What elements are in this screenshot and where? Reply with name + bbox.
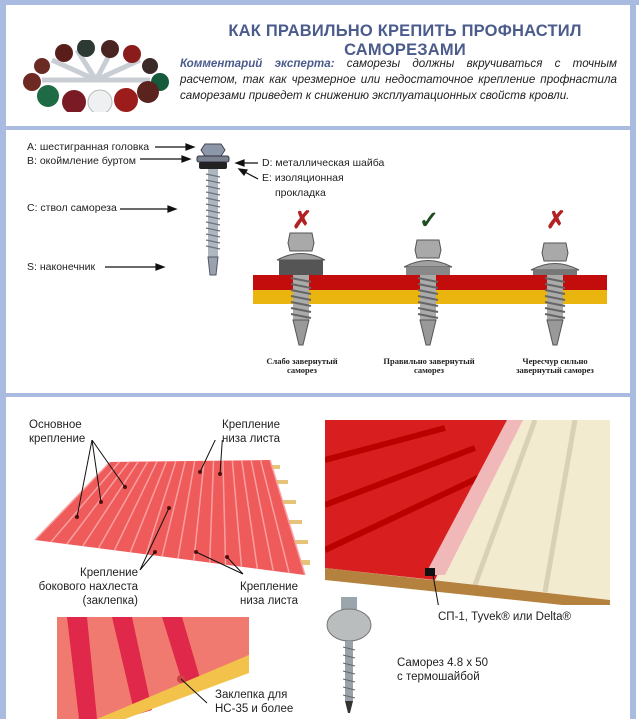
tightening-item: ✗ — [545, 207, 567, 234]
roof-rib — [161, 460, 187, 557]
roof-rib — [177, 460, 196, 559]
roof-rib — [241, 460, 259, 569]
divider-1 — [0, 126, 636, 130]
roof-rib — [193, 460, 205, 561]
screw — [530, 242, 580, 346]
caption-line: завернутый саморез — [516, 365, 594, 375]
label-side-overlap: Крепление бокового нахлеста (заклепка) — [30, 566, 138, 608]
text: низа листа — [222, 433, 281, 445]
label-c: C: ствол самореза — [27, 202, 117, 214]
tightening-item: ✗ — [291, 207, 313, 234]
frame-right — [630, 0, 636, 719]
label-main-fastening: Основное крепление — [29, 418, 85, 446]
roof-sheet-diagram — [34, 440, 310, 576]
text: Крепление — [80, 567, 138, 579]
comment-text: саморезы должны вкручиваться с точным ра… — [180, 57, 617, 102]
frame-top — [0, 0, 639, 5]
roof-rib — [113, 461, 158, 551]
text: Крепление — [240, 581, 298, 593]
tightening-item: ✓ — [418, 207, 440, 234]
page-title: КАК ПРАВИЛЬНО КРЕПИТЬ ПРОФНАСТИЛ САМОРЕЗ… — [228, 22, 582, 59]
screw-head — [200, 143, 226, 157]
text: крепление — [29, 433, 86, 445]
roof-rib — [82, 461, 139, 547]
roof-rib — [250, 460, 274, 572]
roof-rib — [231, 460, 243, 567]
rivet-detail-image — [57, 617, 249, 719]
expert-comment: Комментарий эксперта: саморезы должны вк… — [180, 56, 617, 104]
thermo-washer-screw-image — [326, 597, 372, 713]
text: низа листа — [240, 595, 299, 607]
tightening-diagram — [253, 232, 607, 346]
screw — [403, 239, 453, 346]
caption-line: саморез — [287, 365, 317, 375]
label-d: D: металлическая шайба — [262, 157, 385, 169]
label-screw: Саморез 4.8 х 50 с термошайбой — [397, 656, 488, 684]
screws-ring-image — [23, 40, 169, 112]
frame-left — [0, 0, 6, 719]
text: НС-35 и более — [215, 703, 294, 715]
text: (заклепка) — [82, 595, 138, 607]
label-bottom-fastening-top: Крепление низа листа — [222, 418, 280, 446]
label-a: A: шестигранная головка — [27, 141, 150, 153]
text: с термошайбой — [397, 671, 480, 683]
roof-rib — [97, 461, 149, 549]
roof-rib — [269, 459, 306, 576]
screw — [276, 232, 326, 346]
label-e2: прокладка — [275, 187, 326, 199]
comment-label: Комментарий эксперта: — [180, 57, 335, 70]
roof-rib — [66, 461, 130, 545]
text: Крепление — [222, 419, 280, 431]
roof-rib — [129, 461, 168, 553]
caption-line: саморез — [414, 365, 444, 375]
label-e1: E: изоляционная — [262, 172, 344, 184]
caption-line: Правильно завернутый — [383, 356, 475, 366]
text: Заклепка для — [215, 689, 288, 701]
roof-rib — [50, 461, 120, 543]
label-b: B: окоймление буртом — [27, 155, 136, 167]
text: бокового нахлеста — [38, 581, 138, 593]
roof-rib — [222, 460, 227, 565]
text: Основное — [29, 419, 82, 431]
screw-anatomy-diagram — [105, 143, 259, 276]
roof-rib — [208, 460, 215, 563]
roof-rib — [145, 460, 177, 555]
roof-membrane-image — [325, 420, 610, 605]
divider-2 — [0, 393, 636, 397]
text: Саморез 4.8 х 50 — [397, 657, 489, 669]
caption-line: Чересчур сильно — [522, 356, 588, 366]
label-membrane: СП-1, Tyvek® или Delta® — [438, 611, 571, 623]
label-bottom-fastening: Крепление низа листа — [240, 580, 298, 608]
roof-rib — [259, 459, 290, 574]
label-s: S: наконечник — [27, 261, 96, 273]
caption-line: Слабо завернутый — [266, 356, 338, 366]
